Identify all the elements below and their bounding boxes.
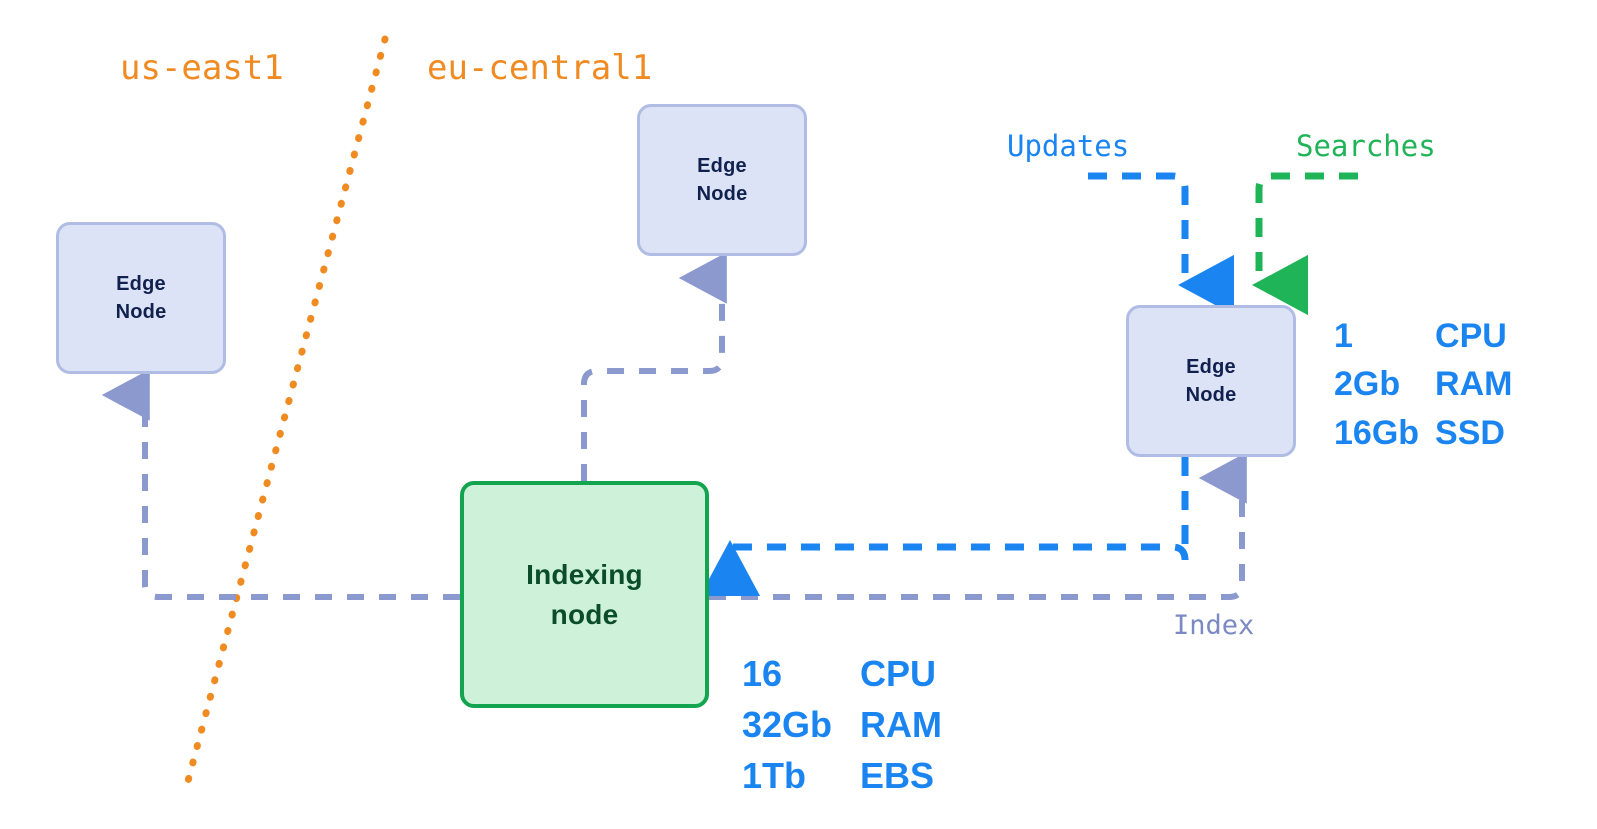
- updates-flow-to-indexing: [699, 457, 1189, 596]
- node-label-line1: Edge: [1186, 355, 1236, 378]
- index-flow-to-us-east1: [101, 369, 460, 600]
- edge-node-specs: 1 CPU 2Gb RAM 16Gb SSD: [1334, 312, 1512, 457]
- flow-label-updates: Updates: [1007, 129, 1130, 163]
- node-label-line1: Edge: [697, 154, 747, 177]
- edge-node-us-east1[interactable]: Edge Node: [56, 222, 226, 374]
- spec-value: 16: [742, 653, 783, 694]
- flow-label-index: Index: [1173, 610, 1255, 641]
- spec-unit: CPU: [1435, 317, 1507, 355]
- spec-value: 1Tb: [742, 755, 807, 797]
- index-flow-to-eu-top: [581, 252, 727, 481]
- index-flow-to-eu-right: [709, 452, 1247, 600]
- node-label-line1: Indexing: [526, 558, 643, 590]
- spec-value: 16Gb: [1334, 413, 1420, 452]
- spec-unit: EBS: [860, 755, 935, 797]
- spec-value: 2Gb: [1334, 365, 1401, 404]
- indexing-node-specs: 16 CPU 32Gb RAM 1Tb EBS: [742, 648, 942, 801]
- node-label-line2: node: [550, 598, 619, 630]
- node-label-line2: Node: [696, 183, 748, 205]
- updates-inbound-arrow: [1088, 172, 1234, 316]
- region-label-eu-central1: eu-central1: [427, 48, 653, 88]
- searches-inbound-arrow: [1251, 172, 1358, 316]
- region-divider-line: [184, 35, 389, 785]
- spec-value: 32Gb: [742, 704, 833, 746]
- node-label-line2: Node: [115, 301, 167, 323]
- indexing-node[interactable]: Indexing node: [460, 481, 709, 708]
- spec-unit: RAM: [860, 704, 943, 746]
- spec-unit: SSD: [1435, 413, 1505, 452]
- flow-label-searches: Searches: [1296, 129, 1436, 163]
- region-label-us-east1: us-east1: [120, 48, 284, 88]
- node-label-line1: Edge: [116, 272, 166, 295]
- spec-unit: RAM: [1435, 365, 1513, 404]
- edge-node-eu-central1-top[interactable]: Edge Node: [637, 104, 807, 256]
- spec-unit: CPU: [860, 653, 937, 694]
- edge-node-eu-central1-right[interactable]: Edge Node: [1126, 305, 1296, 457]
- node-label-line2: Node: [1185, 384, 1237, 406]
- spec-value: 1: [1334, 317, 1353, 355]
